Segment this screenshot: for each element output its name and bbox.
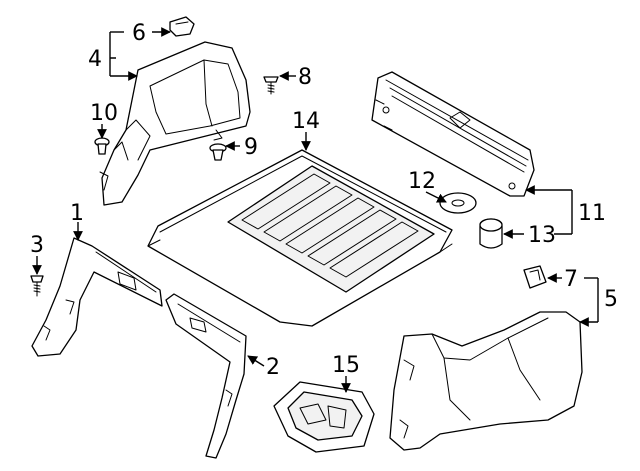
callout-8: 8 — [298, 65, 312, 90]
upper-left-trim-panel — [99, 41, 251, 206]
callout-4: 4 — [88, 47, 102, 72]
lower-side-trim — [165, 293, 247, 459]
clip-part-7 — [523, 265, 547, 289]
callout-labels: 6 4 8 10 9 14 12 11 13 1 3 7 5 2 15 — [30, 21, 618, 380]
push-pin-part-10 — [94, 137, 110, 155]
callout-5: 5 — [604, 287, 618, 312]
callout-9: 9 — [244, 135, 258, 160]
callout-11: 11 — [578, 201, 606, 226]
callout-12: 12 — [408, 169, 436, 194]
screw-part-3 — [30, 275, 44, 297]
sill-plate — [371, 71, 535, 197]
screw-part-8 — [263, 76, 279, 95]
callout-3: 3 — [30, 233, 44, 258]
leader-lines — [32, 27, 599, 393]
callout-7: 7 — [564, 267, 578, 292]
grommet-part-12 — [439, 192, 477, 214]
floor-panel — [147, 149, 453, 327]
callout-14: 14 — [292, 109, 320, 134]
callout-6: 6 — [132, 21, 146, 46]
clip-part-6 — [169, 16, 195, 37]
storage-tray — [273, 381, 375, 453]
callout-10: 10 — [90, 101, 118, 126]
callout-13: 13 — [528, 223, 556, 248]
callout-2: 2 — [266, 355, 280, 380]
callout-15: 15 — [332, 353, 360, 378]
right-quarter-trim — [389, 311, 583, 451]
lower-left-trim-panel — [31, 237, 163, 357]
push-pin-part-9 — [209, 143, 227, 161]
callout-1: 1 — [70, 201, 84, 226]
bumper-part-13 — [479, 218, 503, 249]
